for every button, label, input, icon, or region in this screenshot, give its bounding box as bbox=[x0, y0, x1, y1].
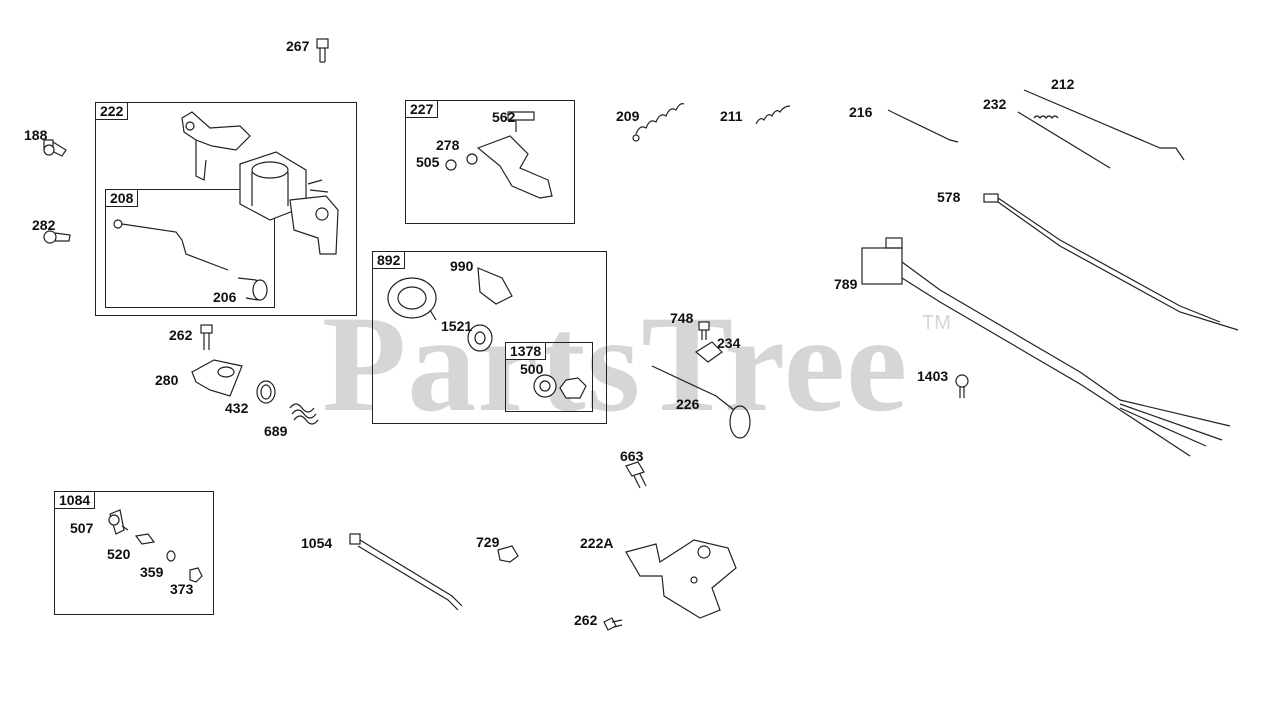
rod-208-drawing bbox=[113, 219, 229, 271]
part-label-216[interactable]: 216 bbox=[849, 104, 873, 120]
group-box-208[interactable]: 208 bbox=[105, 189, 275, 308]
bolt-282-drawing bbox=[43, 230, 71, 244]
bolt-663-drawing bbox=[625, 461, 647, 489]
part-label-500[interactable]: 500 bbox=[520, 361, 544, 377]
bracket-222-drawing bbox=[181, 111, 339, 255]
bracket-222A-drawing bbox=[625, 539, 737, 619]
part-label-1521[interactable]: 1521 bbox=[441, 318, 473, 334]
group-tag-208: 208 bbox=[105, 189, 139, 207]
switch-892-drawing bbox=[387, 267, 513, 352]
ring-432-drawing bbox=[256, 380, 276, 404]
part-label-262a[interactable]: 262 bbox=[169, 327, 193, 343]
part-label-209[interactable]: 209 bbox=[616, 108, 640, 124]
part-label-1403[interactable]: 1403 bbox=[917, 368, 949, 384]
part-label-729[interactable]: 729 bbox=[476, 534, 500, 550]
washer-359-drawing bbox=[166, 550, 176, 562]
part-label-232[interactable]: 232 bbox=[983, 96, 1007, 112]
part-label-359[interactable]: 359 bbox=[140, 564, 164, 580]
part-label-578[interactable]: 578 bbox=[937, 189, 961, 205]
knob-206-drawing bbox=[237, 277, 268, 301]
spring-689-drawing bbox=[289, 403, 319, 425]
part-label-211[interactable]: 211 bbox=[720, 108, 743, 124]
part-label-748[interactable]: 748 bbox=[670, 310, 694, 326]
group-box-892[interactable]: 892 bbox=[372, 251, 607, 424]
part-label-990[interactable]: 990 bbox=[450, 258, 474, 274]
rod-212-drawing bbox=[1023, 89, 1185, 161]
group-box-1084[interactable]: 1084 bbox=[54, 491, 214, 615]
part-label-212[interactable]: 212 bbox=[1051, 76, 1075, 92]
part-label-1054[interactable]: 1054 bbox=[301, 535, 333, 551]
part-label-226[interactable]: 226 bbox=[676, 396, 700, 412]
part-label-432[interactable]: 432 bbox=[225, 400, 249, 416]
part-label-505[interactable]: 505 bbox=[416, 154, 440, 170]
watermark-tm: TM bbox=[922, 312, 951, 334]
group-box-1378[interactable]: 1378 bbox=[505, 342, 593, 412]
group-tag-892: 892 bbox=[372, 251, 406, 269]
nut-373-drawing bbox=[189, 567, 203, 583]
group-box-227[interactable]: 227 bbox=[405, 100, 575, 224]
part-label-562[interactable]: 562 bbox=[492, 109, 516, 125]
cable-578-drawing bbox=[983, 193, 1239, 331]
part-label-373[interactable]: 373 bbox=[170, 581, 194, 597]
part-label-234[interactable]: 234 bbox=[717, 335, 741, 351]
part-label-278[interactable]: 278 bbox=[436, 137, 460, 153]
bolt-267-drawing bbox=[316, 38, 329, 63]
bolt-188-drawing bbox=[43, 139, 67, 157]
part-label-520[interactable]: 520 bbox=[107, 546, 131, 562]
spring-211-drawing bbox=[755, 105, 791, 125]
part-label-663[interactable]: 663 bbox=[620, 448, 644, 464]
part-label-789[interactable]: 789 bbox=[834, 276, 858, 292]
group-tag-227: 227 bbox=[405, 100, 439, 118]
part-label-222A[interactable]: 222A bbox=[580, 535, 614, 551]
washer-500-drawing bbox=[533, 374, 587, 399]
group-tag-1084: 1084 bbox=[54, 491, 96, 509]
part-label-262b[interactable]: 262 bbox=[574, 612, 598, 628]
rod-226-drawing bbox=[651, 365, 751, 439]
part-label-267[interactable]: 267 bbox=[286, 38, 310, 54]
bracket-280-drawing bbox=[191, 359, 243, 397]
group-tag-1378: 1378 bbox=[505, 342, 547, 360]
part-label-507[interactable]: 507 bbox=[70, 520, 94, 536]
part-label-188[interactable]: 188 bbox=[24, 127, 48, 143]
group-tag-222: 222 bbox=[95, 102, 129, 120]
part-507-drawing bbox=[108, 509, 129, 535]
part-label-206[interactable]: 206 bbox=[213, 289, 237, 305]
screw-262a-drawing bbox=[200, 324, 213, 350]
part-label-280[interactable]: 280 bbox=[155, 372, 179, 388]
clip-520-drawing bbox=[134, 533, 156, 545]
lever-227-drawing bbox=[445, 111, 553, 199]
rod-216-drawing bbox=[887, 109, 959, 143]
group-box-222[interactable]: 222 bbox=[95, 102, 357, 316]
cable-tie-1054-drawing bbox=[349, 533, 463, 611]
harness-789-drawing bbox=[861, 237, 1231, 457]
screw-262b-drawing bbox=[603, 617, 623, 631]
clip-729-drawing bbox=[497, 545, 519, 563]
part-label-689[interactable]: 689 bbox=[264, 423, 288, 439]
bolt-1403-drawing bbox=[955, 374, 969, 398]
spring-209-drawing bbox=[632, 103, 685, 142]
bolt-748-drawing bbox=[698, 321, 710, 340]
rod-232-drawing bbox=[1017, 111, 1111, 169]
clip-234-drawing bbox=[694, 341, 723, 363]
part-label-282[interactable]: 282 bbox=[32, 217, 56, 233]
